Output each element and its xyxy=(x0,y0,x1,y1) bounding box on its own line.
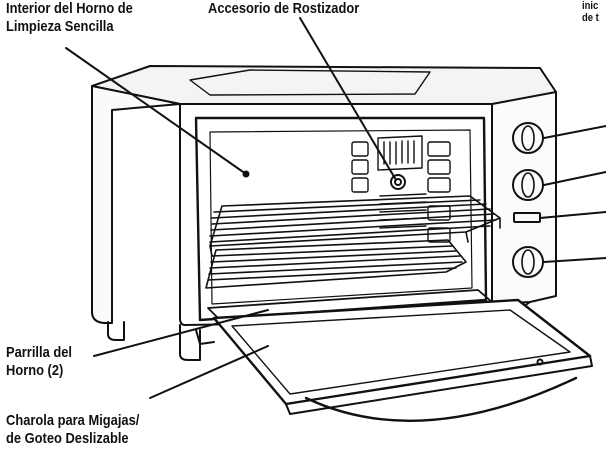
label-rotisserie-text: Accesorio de Rostizador xyxy=(208,0,360,17)
pointer-interior xyxy=(65,47,247,175)
label-rack-line2: Horno (2) xyxy=(6,362,64,379)
upper-rack xyxy=(209,195,501,257)
control-panel xyxy=(491,91,557,305)
label-rack: Parrilla del Horno (2) xyxy=(6,344,72,380)
door-opening xyxy=(194,116,488,322)
rotisserie-socket xyxy=(390,174,406,190)
label-cutoff: inic de t xyxy=(582,0,599,24)
lower-rack xyxy=(205,239,467,289)
door-handle xyxy=(304,376,578,422)
label-tray: Charola para Migajas/ de Goteo Deslizabl… xyxy=(6,412,139,448)
label-cutoff-line1: inic xyxy=(582,0,599,12)
oven-top xyxy=(91,65,557,105)
label-interior-line2: Limpieza Sencilla xyxy=(6,18,114,35)
oven-body-left xyxy=(91,85,181,324)
label-tray-line1: Charola para Migajas/ xyxy=(6,412,140,429)
foot-left xyxy=(107,321,125,341)
foot-mid xyxy=(179,324,201,361)
label-interior: Interior del Horno de Limpieza Sencilla xyxy=(6,0,133,36)
label-tray-line2: de Goteo Deslizable xyxy=(6,430,129,447)
label-cutoff-line2: de t xyxy=(582,12,599,24)
pointer-tray xyxy=(149,345,269,399)
label-interior-line1: Interior del Horno de xyxy=(6,0,133,17)
label-rotisserie: Accesorio de Rostizador xyxy=(208,0,359,18)
pointer-rotisserie xyxy=(299,17,397,181)
top-panel xyxy=(189,69,431,96)
label-rack-line1: Parrilla del xyxy=(6,344,72,361)
pointer-rack xyxy=(93,309,269,357)
